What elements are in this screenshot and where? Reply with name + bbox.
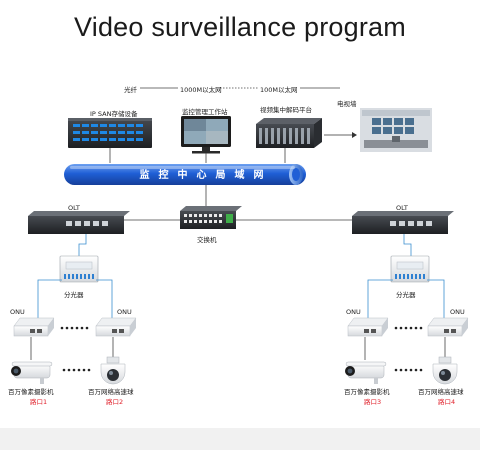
- lan-bar: [64, 164, 306, 185]
- splitter-left-icon: [59, 255, 99, 283]
- device-drop-lines: [109, 148, 286, 163]
- splitter-right-label: 分光器: [396, 291, 416, 299]
- lan-bar-label: 监控中心局域网: [139, 170, 273, 181]
- dome-camera-left-icon: [100, 356, 126, 385]
- onu-left-a-icon: [13, 317, 55, 337]
- onu-right-b-icon: [427, 317, 469, 337]
- camera-left-label: 百万像素摄影机: [8, 388, 54, 396]
- decoder-platform-icon: [256, 118, 322, 148]
- olt-to-splitter-links: [78, 234, 412, 256]
- switch-label: 交换机: [197, 236, 217, 244]
- onu-to-camera-links: [30, 337, 446, 360]
- bullet-camera-left-icon: [11, 361, 53, 384]
- workstation-label: 监控管理工作站: [182, 108, 228, 116]
- onu-ellipsis-dots: [60, 326, 423, 330]
- olt-left-icon: [28, 211, 130, 234]
- tv-wall-label: 电视墙: [337, 100, 357, 108]
- road-2-label: 路口2: [106, 398, 124, 406]
- network-switch-icon: [180, 206, 242, 229]
- legend-1000m: 1000M以太网: [180, 86, 222, 94]
- splitter-left-label: 分光器: [64, 291, 84, 299]
- onu-right-a-icon: [347, 317, 389, 337]
- road-4-label: 路口4: [438, 398, 456, 406]
- dome-right-label: 百万网络高速球: [418, 388, 464, 396]
- workstation-monitor-icon: [181, 116, 231, 154]
- switch-to-olt-links: [85, 219, 397, 232]
- onu-right-b-label: ONU: [450, 308, 465, 316]
- splitter-right-icon: [390, 255, 430, 283]
- onu-left-b-icon: [95, 317, 137, 337]
- tv-wall-icon: [360, 108, 432, 152]
- road-3-label: 路口3: [364, 398, 382, 406]
- olt-left-label: OLT: [68, 204, 80, 212]
- camera-ellipsis-dots: [62, 368, 423, 372]
- decoder-label: 视频集中解码平台: [260, 106, 312, 114]
- dome-camera-right-icon: [432, 356, 458, 385]
- legend-fiber: 光纤: [124, 86, 137, 94]
- dome-left-label: 百万网络高速球: [88, 388, 134, 396]
- road-1-label: 路口1: [30, 398, 48, 406]
- olt-right-label: OLT: [396, 204, 408, 212]
- onu-right-a-label: ONU: [346, 308, 361, 316]
- ip-san-label: IP SAN存储设备: [90, 110, 138, 118]
- splitter-to-onu-links: [37, 279, 445, 318]
- footer-band: [0, 428, 480, 450]
- onu-left-b-label: ONU: [117, 308, 132, 316]
- legend-100m: 100M以太网: [260, 86, 298, 94]
- olt-right-icon: [352, 211, 454, 234]
- onu-left-a-label: ONU: [10, 308, 25, 316]
- bullet-camera-right-icon: [345, 361, 387, 384]
- decoder-to-tvwall-arrow: [324, 132, 357, 138]
- ip-san-storage-icon: [68, 118, 152, 148]
- diagram-title: Video surveillance program: [74, 12, 406, 42]
- camera-right-label: 百万像素摄影机: [344, 388, 390, 396]
